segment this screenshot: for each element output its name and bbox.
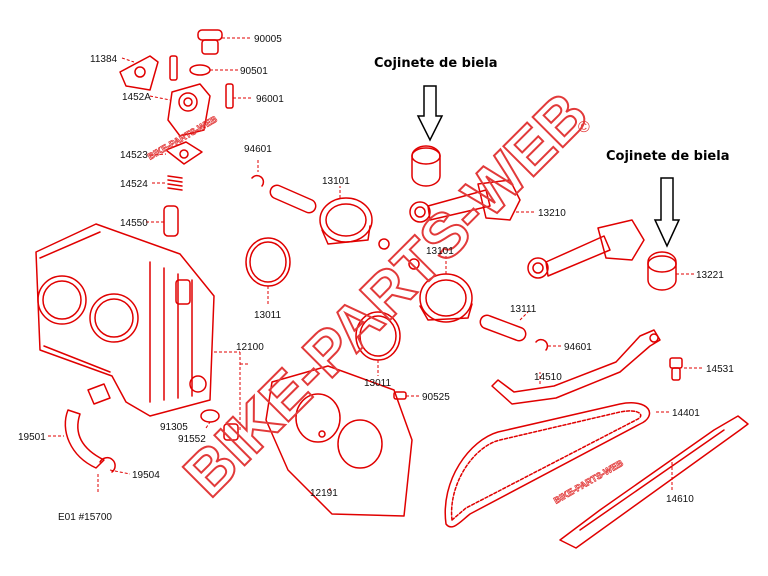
watermark-main: BIKE-PARTS-WEB <box>171 80 601 510</box>
part-number-13111: 13111 <box>510 304 537 315</box>
tensioner-gasket <box>149 141 203 165</box>
part-number-14610: 14610 <box>666 494 694 505</box>
part-number-19504: 19504 <box>132 470 160 481</box>
rod-bearing-right <box>647 251 694 291</box>
callout-label-left: Cojinete de biela <box>374 56 497 71</box>
part-number-14550: 14550 <box>120 218 148 229</box>
part-number-14401: 14401 <box>672 408 700 419</box>
chain-guide-lower <box>559 415 749 549</box>
part-number-13101-upper: 13101 <box>322 176 350 187</box>
part-number-14524: 14524 <box>120 179 148 190</box>
oring-and-collar <box>200 409 239 441</box>
connecting-rod-1 <box>409 179 536 223</box>
part-number-96001: 96001 <box>256 94 284 105</box>
part-number-14523: 14523 <box>120 150 148 161</box>
piston-rings-lower <box>355 311 401 376</box>
watermark-small-top: BIKE-PARTS-WEB <box>146 114 219 162</box>
part-number-90525: 90525 <box>422 392 450 403</box>
part-number-13210: 13210 <box>538 208 566 219</box>
part-number-19501: 19501 <box>18 432 46 443</box>
piston-upper <box>319 186 373 245</box>
guide-bolt <box>669 357 704 381</box>
chain-guide-upper <box>491 329 661 405</box>
circlip-small <box>378 238 390 250</box>
connecting-rod-2 <box>527 219 645 279</box>
dowel-pin <box>393 391 420 400</box>
tensioner-rod <box>146 205 179 237</box>
piston-lower <box>419 256 473 323</box>
part-number-90005: 90005 <box>254 34 282 45</box>
circlip-lower-small <box>408 258 420 270</box>
part-number-91552: 91552 <box>178 434 206 445</box>
part-number-e01: E01 #15700 <box>58 512 112 523</box>
part-number-11384: 11384 <box>90 54 118 65</box>
callout-label-right: Cojinete de biela <box>606 149 729 164</box>
part-number-90501: 90501 <box>240 66 268 77</box>
cam-chain-tensioner <box>149 83 211 137</box>
part-number-91305: 91305 <box>160 422 188 433</box>
cylinder-block <box>35 223 250 430</box>
part-number-12100: 12100 <box>236 342 264 353</box>
piston-pin-lower <box>479 311 529 342</box>
cylinder-base-gasket <box>265 365 413 517</box>
circlip-lower <box>535 338 562 351</box>
part-number-94601-upper: 94601 <box>244 144 272 155</box>
filler-cap <box>197 29 250 55</box>
part-number-13011-left: 13011 <box>254 310 282 321</box>
piston-rings-left <box>245 237 291 306</box>
part-number-14510: 14510 <box>534 372 562 383</box>
callout-arrow-left <box>416 85 444 142</box>
cam-chain <box>444 402 670 528</box>
circlip-upper <box>251 160 265 187</box>
bolts-top <box>169 55 253 109</box>
tensioner-spring <box>152 175 183 191</box>
part-number-12191: 12191 <box>310 488 338 499</box>
part-number-14531: 14531 <box>706 364 734 375</box>
part-number-13221: 13221 <box>696 270 724 281</box>
piston-pin-upper <box>269 184 317 214</box>
breather-hose <box>48 383 131 492</box>
callout-arrow-right <box>653 177 681 248</box>
part-number-13101-lower: 13101 <box>426 246 454 257</box>
bracket <box>119 55 159 91</box>
part-number-94601-lower: 94601 <box>564 342 592 353</box>
part-number-1452a: 1452A <box>122 92 151 103</box>
part-number-13011-lower: 13011 <box>364 378 392 389</box>
rod-bearing-left <box>411 145 441 187</box>
watermark-copyright: © <box>578 119 590 136</box>
